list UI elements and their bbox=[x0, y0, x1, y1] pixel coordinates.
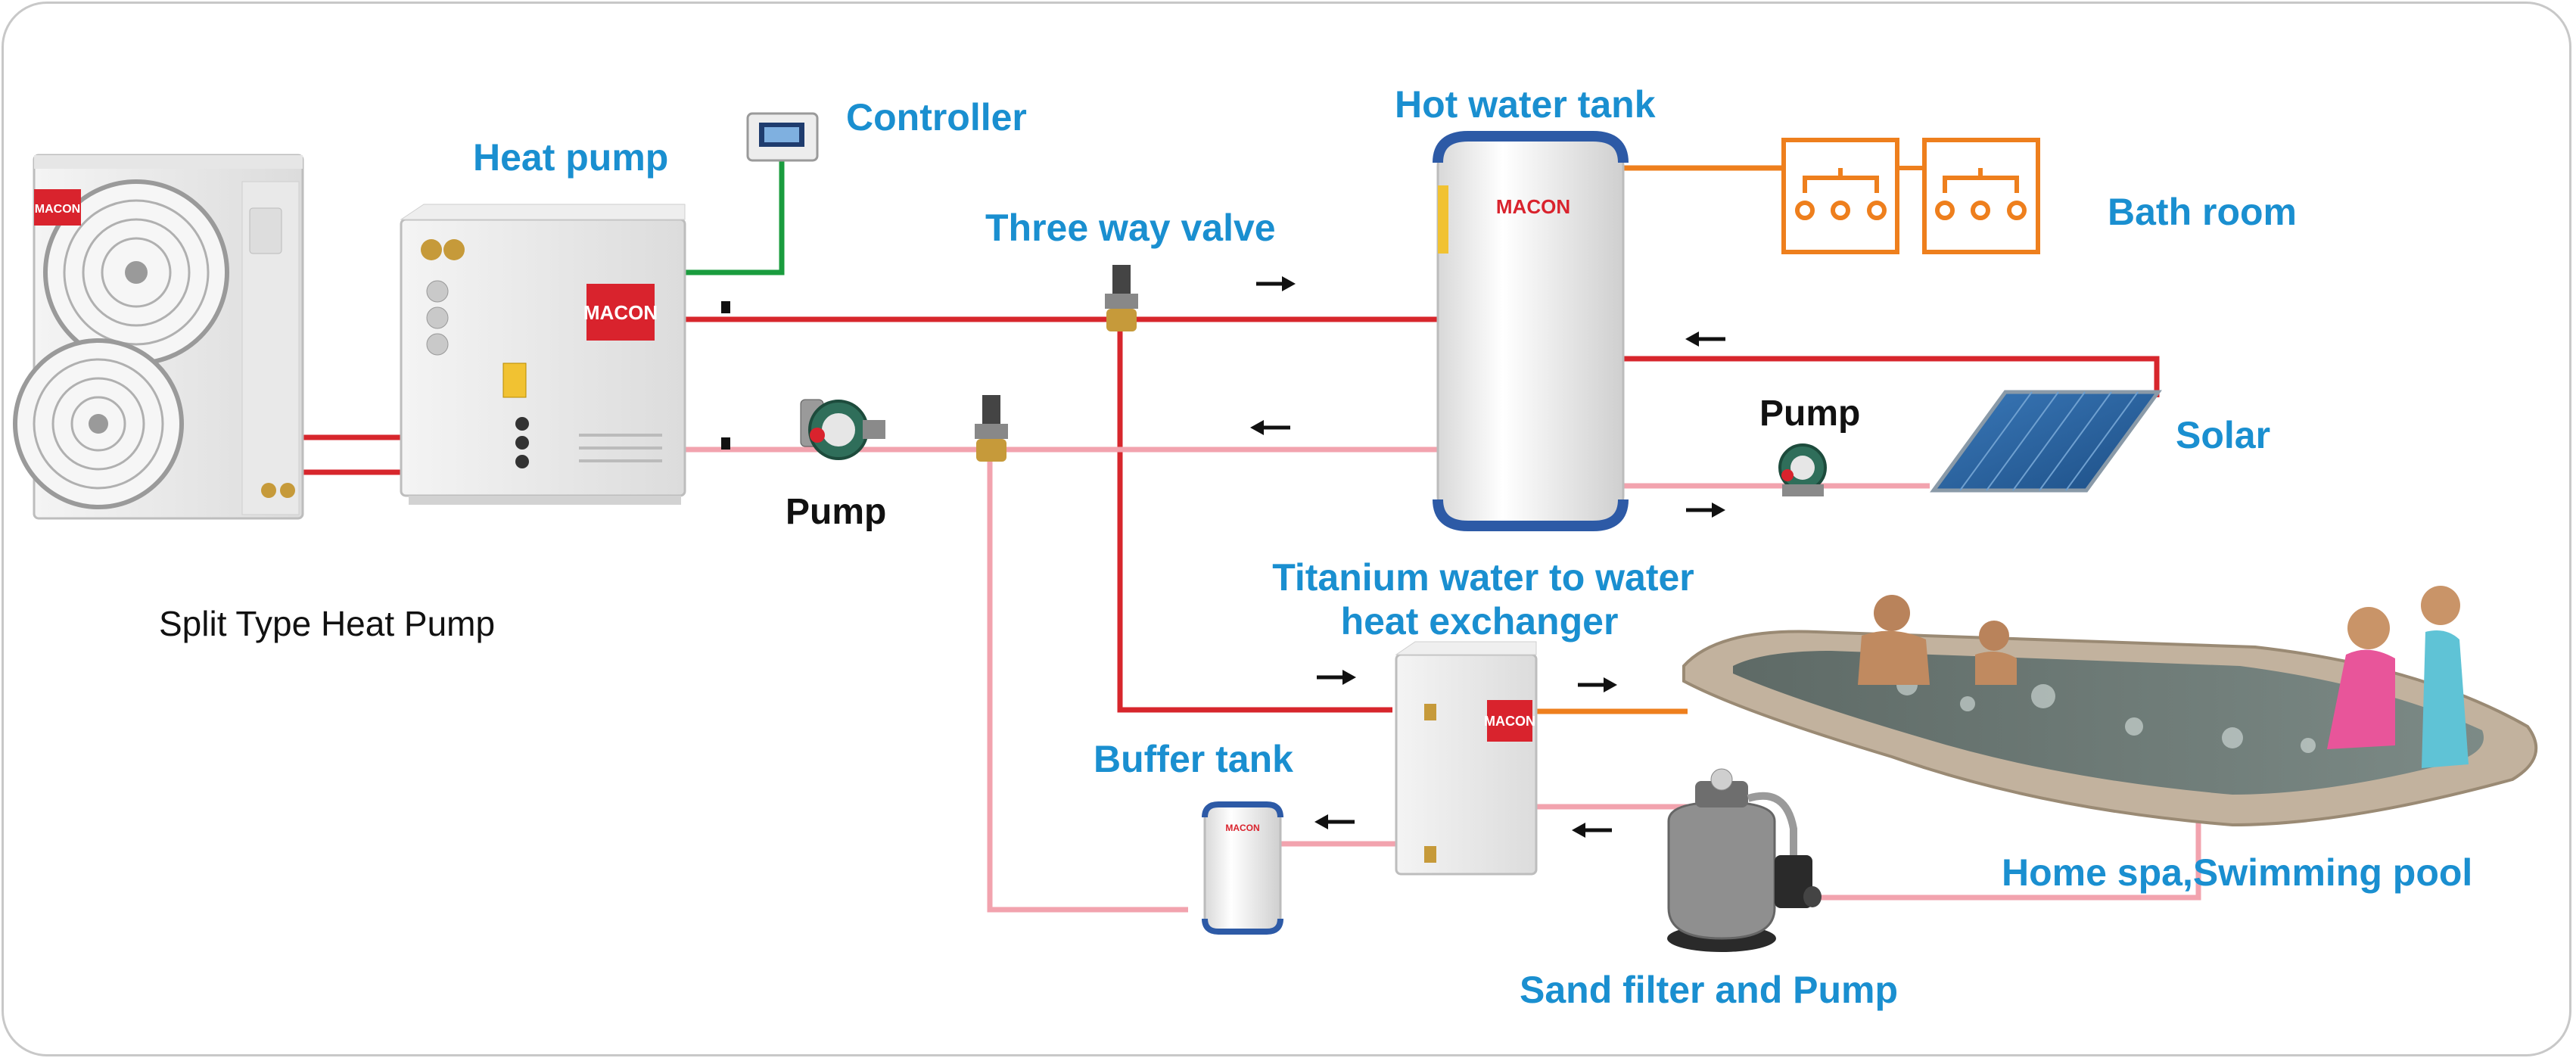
label-home-spa-swimming-pool: Home spa,Swimming pool bbox=[2002, 851, 2472, 894]
controller-wire bbox=[685, 160, 785, 275]
pump-left-device bbox=[800, 399, 885, 460]
pipe-solar-hot bbox=[1623, 356, 2160, 397]
label-solar: Solar bbox=[2176, 414, 2270, 456]
flow-arrows bbox=[1250, 276, 1725, 838]
label-buffer-tank: Buffer tank bbox=[1094, 738, 1293, 780]
connector-mark bbox=[721, 437, 730, 450]
pump-right-device bbox=[1778, 443, 1827, 496]
arrow-right-icon bbox=[1256, 276, 1296, 291]
brand-text: MACON bbox=[583, 301, 658, 324]
label-heat-exchanger-line2: heat exchanger bbox=[1341, 600, 1619, 643]
label-bath-room: Bath room bbox=[2108, 191, 2297, 233]
brand-text: MACON bbox=[35, 203, 80, 216]
pipe-valve-to-buffer bbox=[987, 450, 1188, 913]
hot-water-tank: MACON bbox=[1433, 131, 1629, 531]
label-controller: Controller bbox=[846, 96, 1027, 138]
arrow-right-icon bbox=[1317, 670, 1356, 685]
pipes bbox=[303, 160, 2201, 913]
solar-panel bbox=[1930, 390, 2162, 493]
arrow-right-icon bbox=[1686, 502, 1725, 518]
brand-text: MACON bbox=[1496, 195, 1570, 218]
brand-logo bbox=[586, 284, 655, 341]
shower-icon bbox=[1795, 168, 1887, 220]
heat-pump-unit: MACON bbox=[400, 204, 686, 505]
brand-logo bbox=[1487, 700, 1532, 742]
arrow-left-icon bbox=[1572, 823, 1612, 838]
pipe-valve-to-exchanger bbox=[1117, 319, 1392, 713]
three-way-valve-lower bbox=[975, 395, 1008, 462]
brand-logo bbox=[34, 189, 81, 226]
people-in-pool bbox=[1858, 586, 2469, 768]
buffer-tank: MACON bbox=[1202, 801, 1283, 935]
brand-text: MACON bbox=[1225, 823, 1259, 833]
arrow-left-icon bbox=[1685, 331, 1725, 347]
three-way-valve-upper bbox=[1105, 265, 1138, 331]
arrow-left-icon bbox=[1250, 420, 1290, 435]
label-hot-water-tank: Hot water tank bbox=[1395, 83, 1656, 126]
brand-text: MACON bbox=[1484, 714, 1535, 729]
label-pump-right: Pump bbox=[1759, 394, 1860, 434]
label-pump-left: Pump bbox=[786, 492, 886, 532]
label-split-type-heat-pump: Split Type Heat Pump bbox=[159, 604, 495, 643]
label-three-way-valve: Three way valve bbox=[985, 207, 1276, 249]
arrow-right-icon bbox=[1578, 677, 1617, 692]
pipe-filter-pool bbox=[1805, 817, 2201, 901]
bath-room-fixtures bbox=[1781, 138, 2040, 254]
label-heat-exchanger-line1: Titanium water to water bbox=[1272, 556, 1694, 599]
shower-icon bbox=[1935, 168, 2027, 220]
sand-filter-pump bbox=[1667, 768, 1822, 952]
label-sand-filter-pump: Sand filter and Pump bbox=[1520, 969, 1898, 1011]
split-outdoor-unit: MACON bbox=[13, 154, 304, 520]
controller-device bbox=[746, 112, 819, 162]
arrow-left-icon bbox=[1314, 814, 1355, 829]
label-heat-pump: Heat pump bbox=[473, 136, 668, 179]
heat-exchanger-unit: MACON bbox=[1395, 641, 1538, 876]
connector-mark bbox=[721, 301, 730, 313]
swimming-pool bbox=[1682, 586, 2538, 827]
